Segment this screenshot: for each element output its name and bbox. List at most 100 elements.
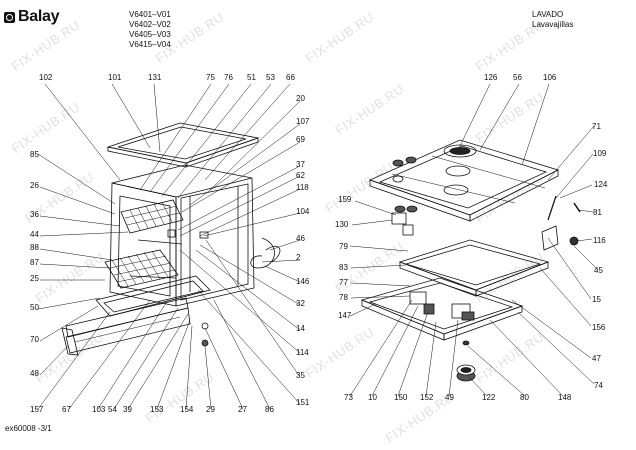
base-tray-side <box>475 261 549 297</box>
knob <box>392 159 404 167</box>
brand-logo: Balay <box>4 8 60 26</box>
model-list: V6401–V01 V6402–V02 V6405–V03 V6415–V04 <box>129 10 171 50</box>
part-callout: 49 <box>445 393 454 402</box>
pump-body <box>409 291 427 305</box>
part-callout: 109 <box>593 149 607 158</box>
door-control-strip <box>65 307 191 354</box>
part-callout: 62 <box>296 171 305 180</box>
part-callout: 150 <box>394 393 408 402</box>
knob <box>405 156 417 164</box>
model-code: V6415–V04 <box>129 40 171 49</box>
part-callout: 15 <box>592 295 601 304</box>
part-callout: 131 <box>148 73 162 82</box>
part-callout: 47 <box>592 354 601 363</box>
top-cover-side-edge <box>469 169 559 222</box>
part-callout: 102 <box>39 73 53 82</box>
part-callout: 148 <box>558 393 572 402</box>
part-callout: 78 <box>339 293 348 302</box>
part-callout: 44 <box>30 230 39 239</box>
model-code: V6401–V01 <box>129 10 171 19</box>
part-callout: 54 <box>108 405 117 414</box>
pin-part <box>573 202 581 213</box>
product-type: LAVADO <box>532 10 564 19</box>
part-callout: 51 <box>247 73 256 82</box>
part-callout: 66 <box>286 73 295 82</box>
foot-part <box>201 322 209 330</box>
cabinet-top <box>111 164 253 198</box>
top-cover-inner <box>378 145 548 209</box>
spray-arm <box>137 239 183 245</box>
part-callout: 45 <box>594 266 603 275</box>
part-callout: 27 <box>238 405 247 414</box>
part-callout: 106 <box>543 73 557 82</box>
drain-hose <box>250 237 275 269</box>
base-plate-side <box>443 305 523 341</box>
upper-basket <box>120 199 184 234</box>
part-callout: 39 <box>123 405 132 414</box>
part-callout: 156 <box>592 323 606 332</box>
part-callout: 130 <box>335 220 349 229</box>
knob-base <box>392 175 404 183</box>
door-frame <box>95 275 211 317</box>
lower-spray-arm <box>129 275 177 279</box>
part-callout: 76 <box>224 73 233 82</box>
part-callout: 53 <box>266 73 275 82</box>
door-frame-inner <box>103 280 204 313</box>
lower-basket <box>104 249 179 289</box>
product-info: LAVADO Lavavajillas <box>532 10 573 30</box>
product-name: Lavavajillas <box>532 20 574 29</box>
part-callout: 83 <box>339 263 348 272</box>
brand-mark-icon <box>4 11 15 23</box>
model-code: V6402–V02 <box>129 20 171 29</box>
part-callout: 67 <box>62 405 71 414</box>
part-callout: 122 <box>482 393 496 402</box>
part-callout: 103 <box>92 405 106 414</box>
part-callout: 48 <box>30 369 39 378</box>
side-bracket <box>541 225 559 251</box>
detergent-dispenser <box>443 144 477 158</box>
spring-rod <box>547 195 557 221</box>
cabinet-front-face <box>109 182 177 307</box>
part-callout: 88 <box>30 243 39 252</box>
part-callout: 147 <box>338 311 352 320</box>
part-callout: 124 <box>594 180 608 189</box>
part-callout: 157 <box>30 405 44 414</box>
rinse-recess <box>443 184 469 196</box>
part-callout: 153 <box>150 405 164 414</box>
part-callout: 2 <box>296 253 301 262</box>
part-callout: 29 <box>206 405 215 414</box>
pressure-switch <box>569 236 579 246</box>
dispenser-recess <box>445 165 471 177</box>
pump-motor <box>423 303 435 315</box>
part-callout: 35 <box>296 371 305 380</box>
part-callout: 50 <box>30 303 39 312</box>
part-callout: 79 <box>339 242 348 251</box>
door-panel-end <box>61 327 79 356</box>
valve-body <box>391 212 407 225</box>
base-plate-inner <box>368 282 514 330</box>
model-code: V6405–V03 <box>129 30 171 39</box>
foot-small <box>462 340 470 346</box>
part-callout: 107 <box>296 117 310 126</box>
part-callout: 146 <box>296 277 310 286</box>
worktop-inner <box>117 126 247 160</box>
part-callout: 74 <box>594 381 603 390</box>
part-callout: 114 <box>296 348 309 357</box>
inlet-hose <box>265 245 281 263</box>
leveling-foot <box>201 339 209 347</box>
part-callout: 73 <box>344 393 353 402</box>
tub-opening <box>117 195 171 297</box>
part-callout: 118 <box>296 183 309 192</box>
part-callout: 151 <box>296 398 310 407</box>
part-callout: 20 <box>296 94 305 103</box>
cabinet-side-panel <box>180 183 249 301</box>
part-callout: 37 <box>296 160 305 169</box>
part-callout: 77 <box>339 278 348 287</box>
part-callout: 56 <box>513 73 522 82</box>
diagram-code: ex60008 -3/1 <box>5 424 52 433</box>
part-callout: 81 <box>593 208 602 217</box>
part-callout: 126 <box>484 73 498 82</box>
part-callout: 36 <box>30 210 39 219</box>
part-callout: 104 <box>296 207 310 216</box>
